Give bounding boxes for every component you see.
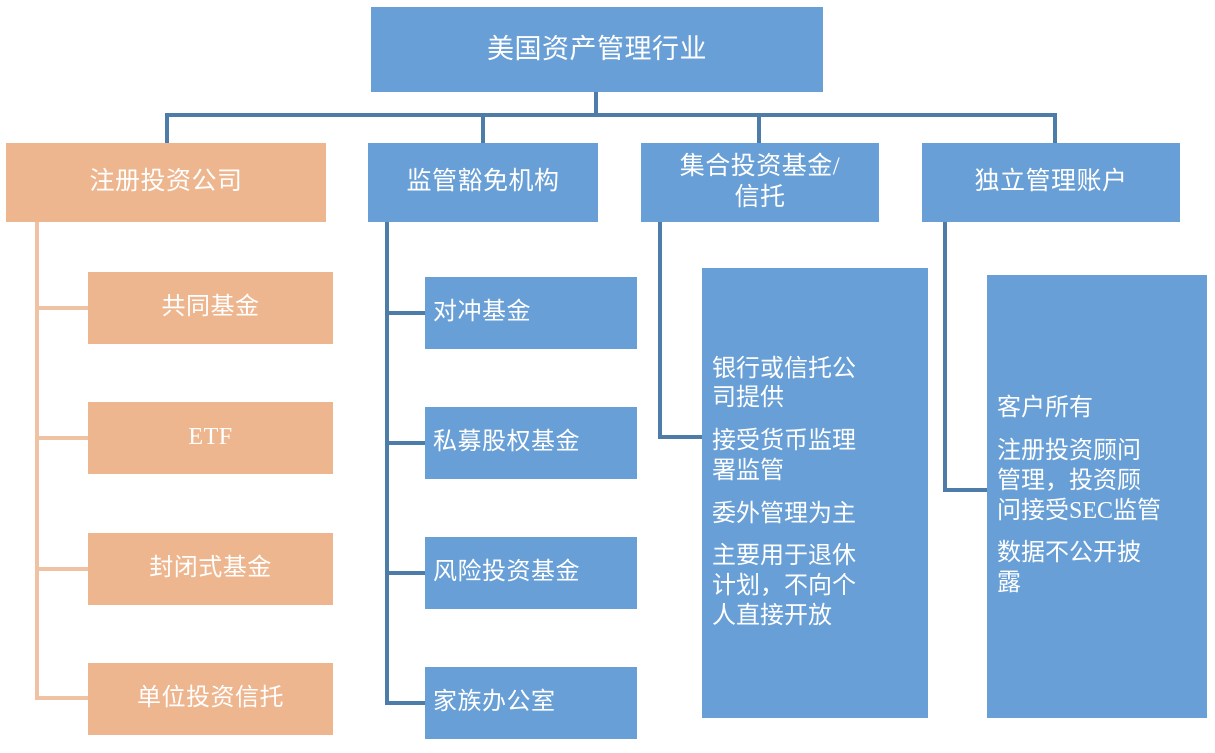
connector-stub-private-equity-fund	[385, 441, 427, 445]
note-collective-0: 银行或信托公 司提供	[712, 355, 856, 412]
notes-panel-separately-managed-accounts[interactable]: 客户所有 注册投资顾问 管理，投资顾 问接受SEC监管 数据不公开披 露	[987, 275, 1207, 718]
node-hedge-fund[interactable]: 对冲基金	[425, 277, 637, 349]
node-label-venture-capital-fund: 风险投资基金	[433, 559, 580, 586]
node-label-family-office: 家族办公室	[433, 689, 556, 716]
connector-horizontal-bus	[165, 113, 1057, 117]
connector-stub-family-office	[385, 701, 427, 705]
node-separately-managed-accounts[interactable]: 独立管理账户	[922, 143, 1180, 222]
connector-spine-separate	[943, 222, 947, 492]
node-label-unit-investment-trust: 单位投资信托	[137, 685, 284, 712]
note-separate-1: 注册投资顾问 管理，投资顾 问接受SEC监管	[997, 438, 1162, 524]
connector-spine-exempt	[385, 222, 389, 705]
connector-stub-venture-capital-fund	[385, 571, 427, 575]
node-label-separately-managed-accounts: 独立管理账户	[974, 168, 1128, 196]
node-exempt-institutions[interactable]: 监管豁免机构	[368, 143, 598, 222]
note-collective-3: 主要用于退休 计划，不向个 人直接开放	[712, 543, 856, 629]
note-separate-0: 客户所有	[997, 395, 1093, 422]
node-private-equity-fund[interactable]: 私募股权基金	[425, 407, 637, 479]
connector-stub-separate-notes	[943, 488, 990, 492]
notes-panel-collective-investment-funds-trusts[interactable]: 银行或信托公 司提供 接受货币监理 署监管 委外管理为主 主要用于退休 计划，不…	[702, 268, 928, 718]
node-registered-investment-companies[interactable]: 注册投资公司	[6, 143, 326, 222]
connector-drop-separate	[1053, 113, 1057, 145]
connector-stub-etf	[35, 436, 88, 440]
node-label-registered-investment-companies: 注册投资公司	[89, 168, 243, 196]
node-label-closed-end-fund: 封闭式基金	[149, 555, 272, 582]
node-venture-capital-fund[interactable]: 风险投资基金	[425, 537, 637, 609]
connector-spine-registered	[35, 222, 39, 700]
node-mutual-fund[interactable]: 共同基金	[88, 272, 333, 344]
connector-drop-exempt	[481, 113, 485, 145]
connector-stub-hedge-fund	[385, 311, 427, 315]
node-closed-end-fund[interactable]: 封闭式基金	[88, 533, 333, 605]
note-separate-2: 数据不公开披 露	[997, 540, 1141, 596]
node-collective-investment-funds-trusts[interactable]: 集合投资基金/ 信托	[641, 143, 879, 222]
connector-stub-mutual-fund	[35, 306, 88, 310]
connector-drop-registered	[165, 113, 169, 145]
connector-spine-collective	[658, 222, 662, 439]
node-label-hedge-fund: 对冲基金	[433, 299, 531, 326]
connector-stub-closed-end-fund	[35, 567, 88, 571]
note-collective-2: 委外管理为主	[712, 500, 856, 527]
root-node-us-asset-management-industry[interactable]: 美国资产管理行业	[371, 7, 823, 92]
connector-drop-collective	[757, 113, 761, 145]
node-label-collective-investment-funds-trusts: 集合投资基金/ 信托	[679, 153, 841, 211]
node-etf[interactable]: ETF	[88, 402, 333, 474]
connector-root-stem	[594, 92, 598, 115]
node-label-exempt-institutions: 监管豁免机构	[406, 168, 560, 196]
node-family-office[interactable]: 家族办公室	[425, 667, 637, 739]
connector-stub-unit-investment-trust	[35, 696, 88, 700]
node-label-mutual-fund: 共同基金	[161, 294, 260, 321]
node-label-private-equity-fund: 私募股权基金	[433, 429, 580, 456]
root-node-label: 美国资产管理行业	[487, 34, 707, 65]
node-label-etf: ETF	[188, 424, 233, 451]
connector-stub-collective-notes	[658, 435, 705, 439]
node-unit-investment-trust[interactable]: 单位投资信托	[88, 663, 333, 735]
note-collective-1: 接受货币监理 署监管	[712, 428, 856, 484]
